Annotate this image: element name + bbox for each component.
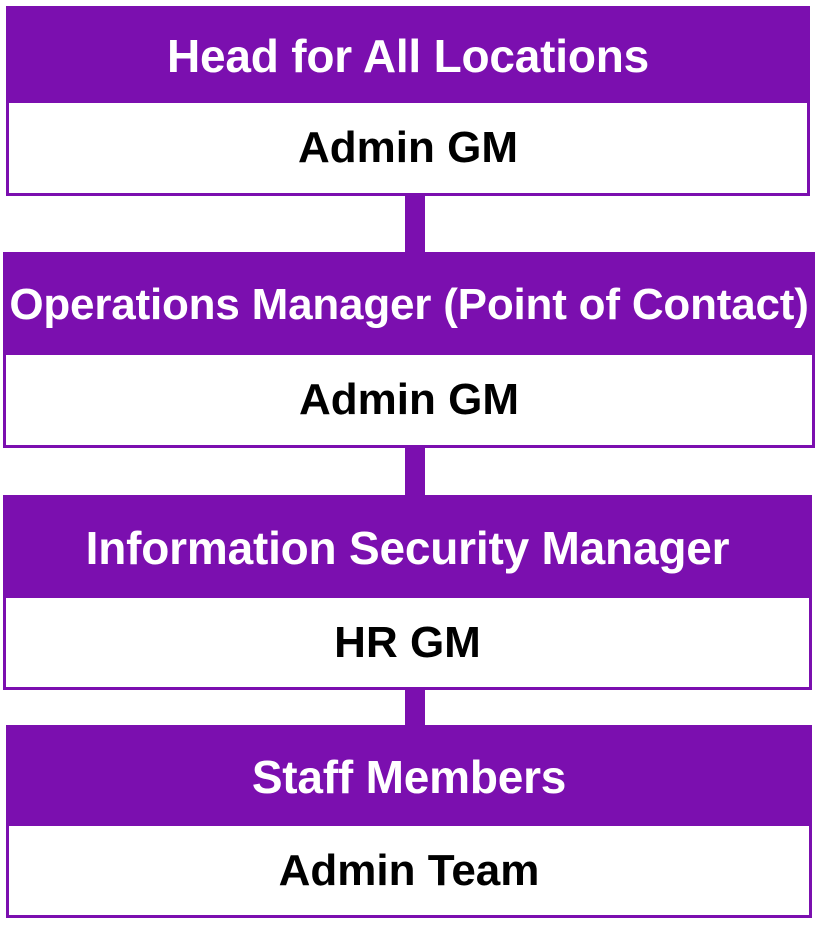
connector-line-1 (405, 193, 425, 255)
org-node-assignee-label: Admin GM (9, 103, 807, 193)
connector-line-3 (405, 687, 425, 728)
org-node-assignee-label: Admin GM (6, 355, 812, 445)
org-node-role-label: Staff Members (9, 728, 809, 826)
org-node-head-for-all-locations[interactable]: Head for All Locations Admin GM (6, 6, 810, 196)
org-node-operations-manager[interactable]: Operations Manager (Point of Contact) Ad… (3, 252, 815, 448)
org-node-role-label: Head for All Locations (9, 9, 807, 103)
org-node-staff-members[interactable]: Staff Members Admin Team (6, 725, 812, 918)
org-node-assignee-label: HR GM (6, 598, 809, 687)
org-node-information-security-manager[interactable]: Information Security Manager HR GM (3, 495, 812, 690)
connector-line-2 (405, 445, 425, 498)
org-node-assignee-label: Admin Team (9, 826, 809, 915)
org-node-role-label: Operations Manager (Point of Contact) (6, 255, 812, 355)
org-node-role-label: Information Security Manager (6, 498, 809, 598)
